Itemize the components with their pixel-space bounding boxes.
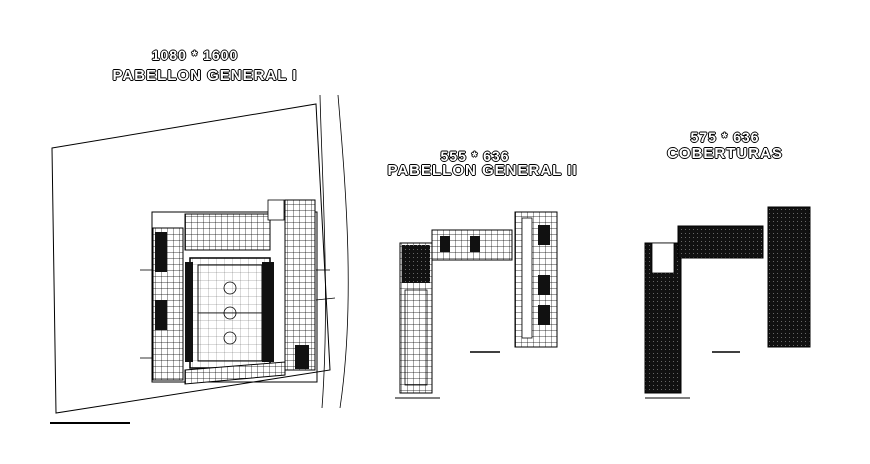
- bottom-wing: [184, 361, 286, 385]
- top-wing: [184, 213, 271, 251]
- pabellon-general-1-plan: [50, 94, 349, 424]
- right-wing: [284, 199, 316, 371]
- road-edge-left: [319, 94, 326, 409]
- pabellon-general-2-plan: [395, 211, 558, 399]
- pabellon-2-dimensions: 555 * 636: [440, 147, 510, 164]
- pabellon-2-title: PABELLON GENERAL II: [387, 161, 578, 179]
- left-wing-dark: [155, 232, 167, 272]
- pabellon-1-dimensions: 1080 * 1600: [151, 46, 239, 63]
- pabellon-1-title: PABELLON GENERAL I: [112, 66, 298, 84]
- coberturas-dimensions: 575 * 636: [690, 128, 760, 145]
- coberturas-title: COBERTURAS: [666, 144, 783, 162]
- road-edge-right: [337, 94, 349, 409]
- roof-right: [767, 206, 811, 348]
- right-block: [514, 211, 558, 348]
- roof-top: [677, 225, 764, 259]
- building-outline: [151, 211, 318, 383]
- site-boundary: [51, 103, 331, 414]
- coberturas-plan: [644, 206, 811, 399]
